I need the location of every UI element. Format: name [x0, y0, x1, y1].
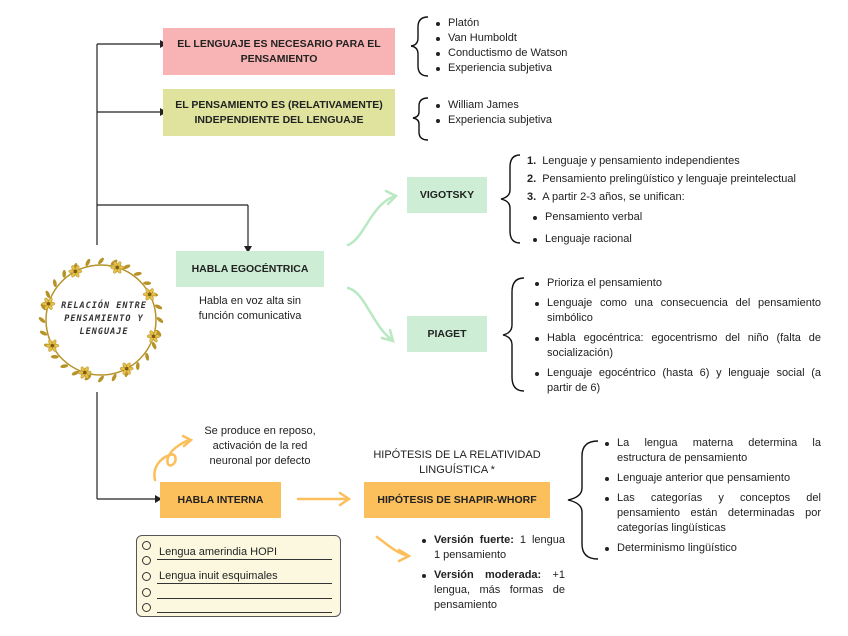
habla-interna-desc: Se produce en reposo, activación de la r… — [204, 425, 316, 467]
list-item: Pensamiento verbal — [531, 210, 642, 225]
list-item: 2.Pensamiento prelingüístico y lenguaje … — [527, 173, 796, 185]
flower-icon — [142, 288, 157, 301]
list-item: Determinismo lingüístico — [603, 541, 821, 556]
wreath-leaf — [45, 290, 51, 299]
wreath — [45, 264, 157, 376]
wreath-leaf — [38, 317, 46, 323]
wreath-leaf — [52, 279, 57, 288]
flower-icon — [68, 265, 83, 278]
box-pensamiento-independiente: EL PENSAMIENTO ES (RELATIVAMENTE) INDEPE… — [163, 89, 395, 136]
list-item: Experiencia subjetiva — [434, 113, 552, 128]
list-item: Lenguaje egocéntrico (hasta 6) y lenguaj… — [533, 366, 821, 396]
wreath-leaf — [145, 352, 150, 361]
bullet-circle-icon — [142, 556, 151, 565]
flower-icon — [77, 366, 92, 379]
list-item: Lenguaje racional — [531, 232, 642, 247]
list-piaget: Prioriza el pensamiento Lenguaje como un… — [533, 276, 821, 401]
wreath-leaf — [60, 364, 69, 369]
list-item: Las categorías y conceptos del pensamien… — [603, 491, 821, 536]
green-arrows — [346, 189, 399, 343]
list-item: William James — [434, 98, 552, 113]
note-text: Lengua inuit esquimales — [159, 570, 278, 582]
wreath-leaf — [151, 341, 157, 350]
bullet-circle-icon — [142, 603, 151, 612]
wreath-leaf — [122, 264, 131, 270]
wreath-leaf — [85, 258, 91, 267]
wreath-leaf — [71, 370, 80, 376]
note-line — [157, 612, 332, 613]
flower-icon — [119, 362, 134, 375]
list-item: Conductismo de Watson — [434, 46, 567, 61]
wreath-leaf — [98, 375, 104, 383]
box-sapir-whorf: HIPÓTESIS DE SHAPIR-WHORF — [364, 482, 550, 518]
list-item: Prioriza el pensamiento — [533, 276, 821, 291]
list-versiones: Versión fuerte: 1 lengua 1 pensamiento V… — [420, 533, 565, 618]
flower-icon — [110, 261, 125, 274]
list-item: Habla egocéntrica: egocentrismo del niño… — [533, 331, 821, 361]
wreath-leaf — [156, 317, 164, 323]
box-piaget: PIAGET — [407, 316, 487, 352]
note-line — [157, 559, 332, 560]
bullet-circle-icon — [142, 541, 151, 550]
wreath-leaf — [135, 362, 140, 371]
list-vigotsky: 1.Lenguaje y pensamiento independientes … — [527, 152, 796, 206]
note-line — [157, 598, 332, 599]
relatividad-title: HIPÓTESIS DE LA RELATIVIDAD LINGUÍSTICA … — [373, 449, 541, 476]
list-item: Versión fuerte: 1 lengua 1 pensamiento — [420, 533, 565, 563]
flower-icon — [41, 297, 56, 310]
flower-icon — [45, 339, 60, 352]
wreath-leaf — [143, 281, 152, 286]
list-necesario: Platón Van Humboldt Conductismo de Watso… — [434, 16, 567, 76]
bullet-circle-icon — [142, 572, 151, 581]
note-line — [157, 583, 332, 584]
wreath-leaf — [98, 257, 104, 265]
wreath-leaf — [50, 354, 59, 359]
box-lenguaje-necesario: EL LENGUAJE ES NECESARIO PARA EL PENSAMI… — [163, 28, 395, 75]
wreath-leaf — [133, 271, 142, 276]
list-item: Versión moderada: +1 lengua, más formas … — [420, 568, 565, 613]
box-vigotsky: VIGOTSKY — [407, 177, 487, 213]
list-sapir-whorf: La lengua materna determina la estructur… — [603, 436, 821, 561]
box-habla-interna: HABLA INTERNA — [160, 482, 281, 518]
list-independiente: William James Experiencia subjetiva — [434, 98, 552, 128]
list-item: Lenguaje anterior que pensamiento — [603, 471, 821, 486]
wreath-leaf — [62, 269, 67, 278]
list-item: 1.Lenguaje y pensamiento independientes — [527, 155, 740, 167]
curly-braces — [410, 16, 599, 560]
list-item: Experiencia subjetiva — [434, 61, 567, 76]
tree-connectors — [96, 43, 249, 500]
box-habla-egocentrica: HABLA EGOCÉNTRICA — [176, 251, 324, 287]
list-vigotsky-sub: Pensamiento verbal Lenguaje racional — [531, 210, 642, 247]
list-item: La lengua materna determina la estructur… — [603, 436, 821, 466]
notes-card: Lengua amerindia HOPI Lengua inuit esqui… — [136, 535, 341, 617]
list-item: Platón — [434, 16, 567, 31]
wreath-leaf — [39, 330, 48, 336]
habla-egocentrica-desc: Habla en voz alta sin función comunicati… — [198, 295, 302, 322]
wreath-leaf — [111, 373, 117, 382]
wreath-leaves — [38, 257, 164, 383]
wreath-leaf — [154, 304, 163, 310]
orange-arrows — [153, 434, 412, 563]
list-item: Van Humboldt — [434, 31, 567, 46]
arrowheads — [155, 40, 252, 503]
center-title: RELACIÓN ENTRE PENSAMIENTO Y LENGUAJE — [61, 301, 147, 337]
list-item: Lenguaje como una consecuencia del pensa… — [533, 296, 821, 326]
bullet-circle-icon — [142, 588, 151, 597]
flower-icon — [146, 330, 161, 343]
list-item: 3.A partir 2-3 años, se unifican: — [527, 191, 685, 203]
note-text: Lengua amerindia HOPI — [159, 546, 278, 558]
